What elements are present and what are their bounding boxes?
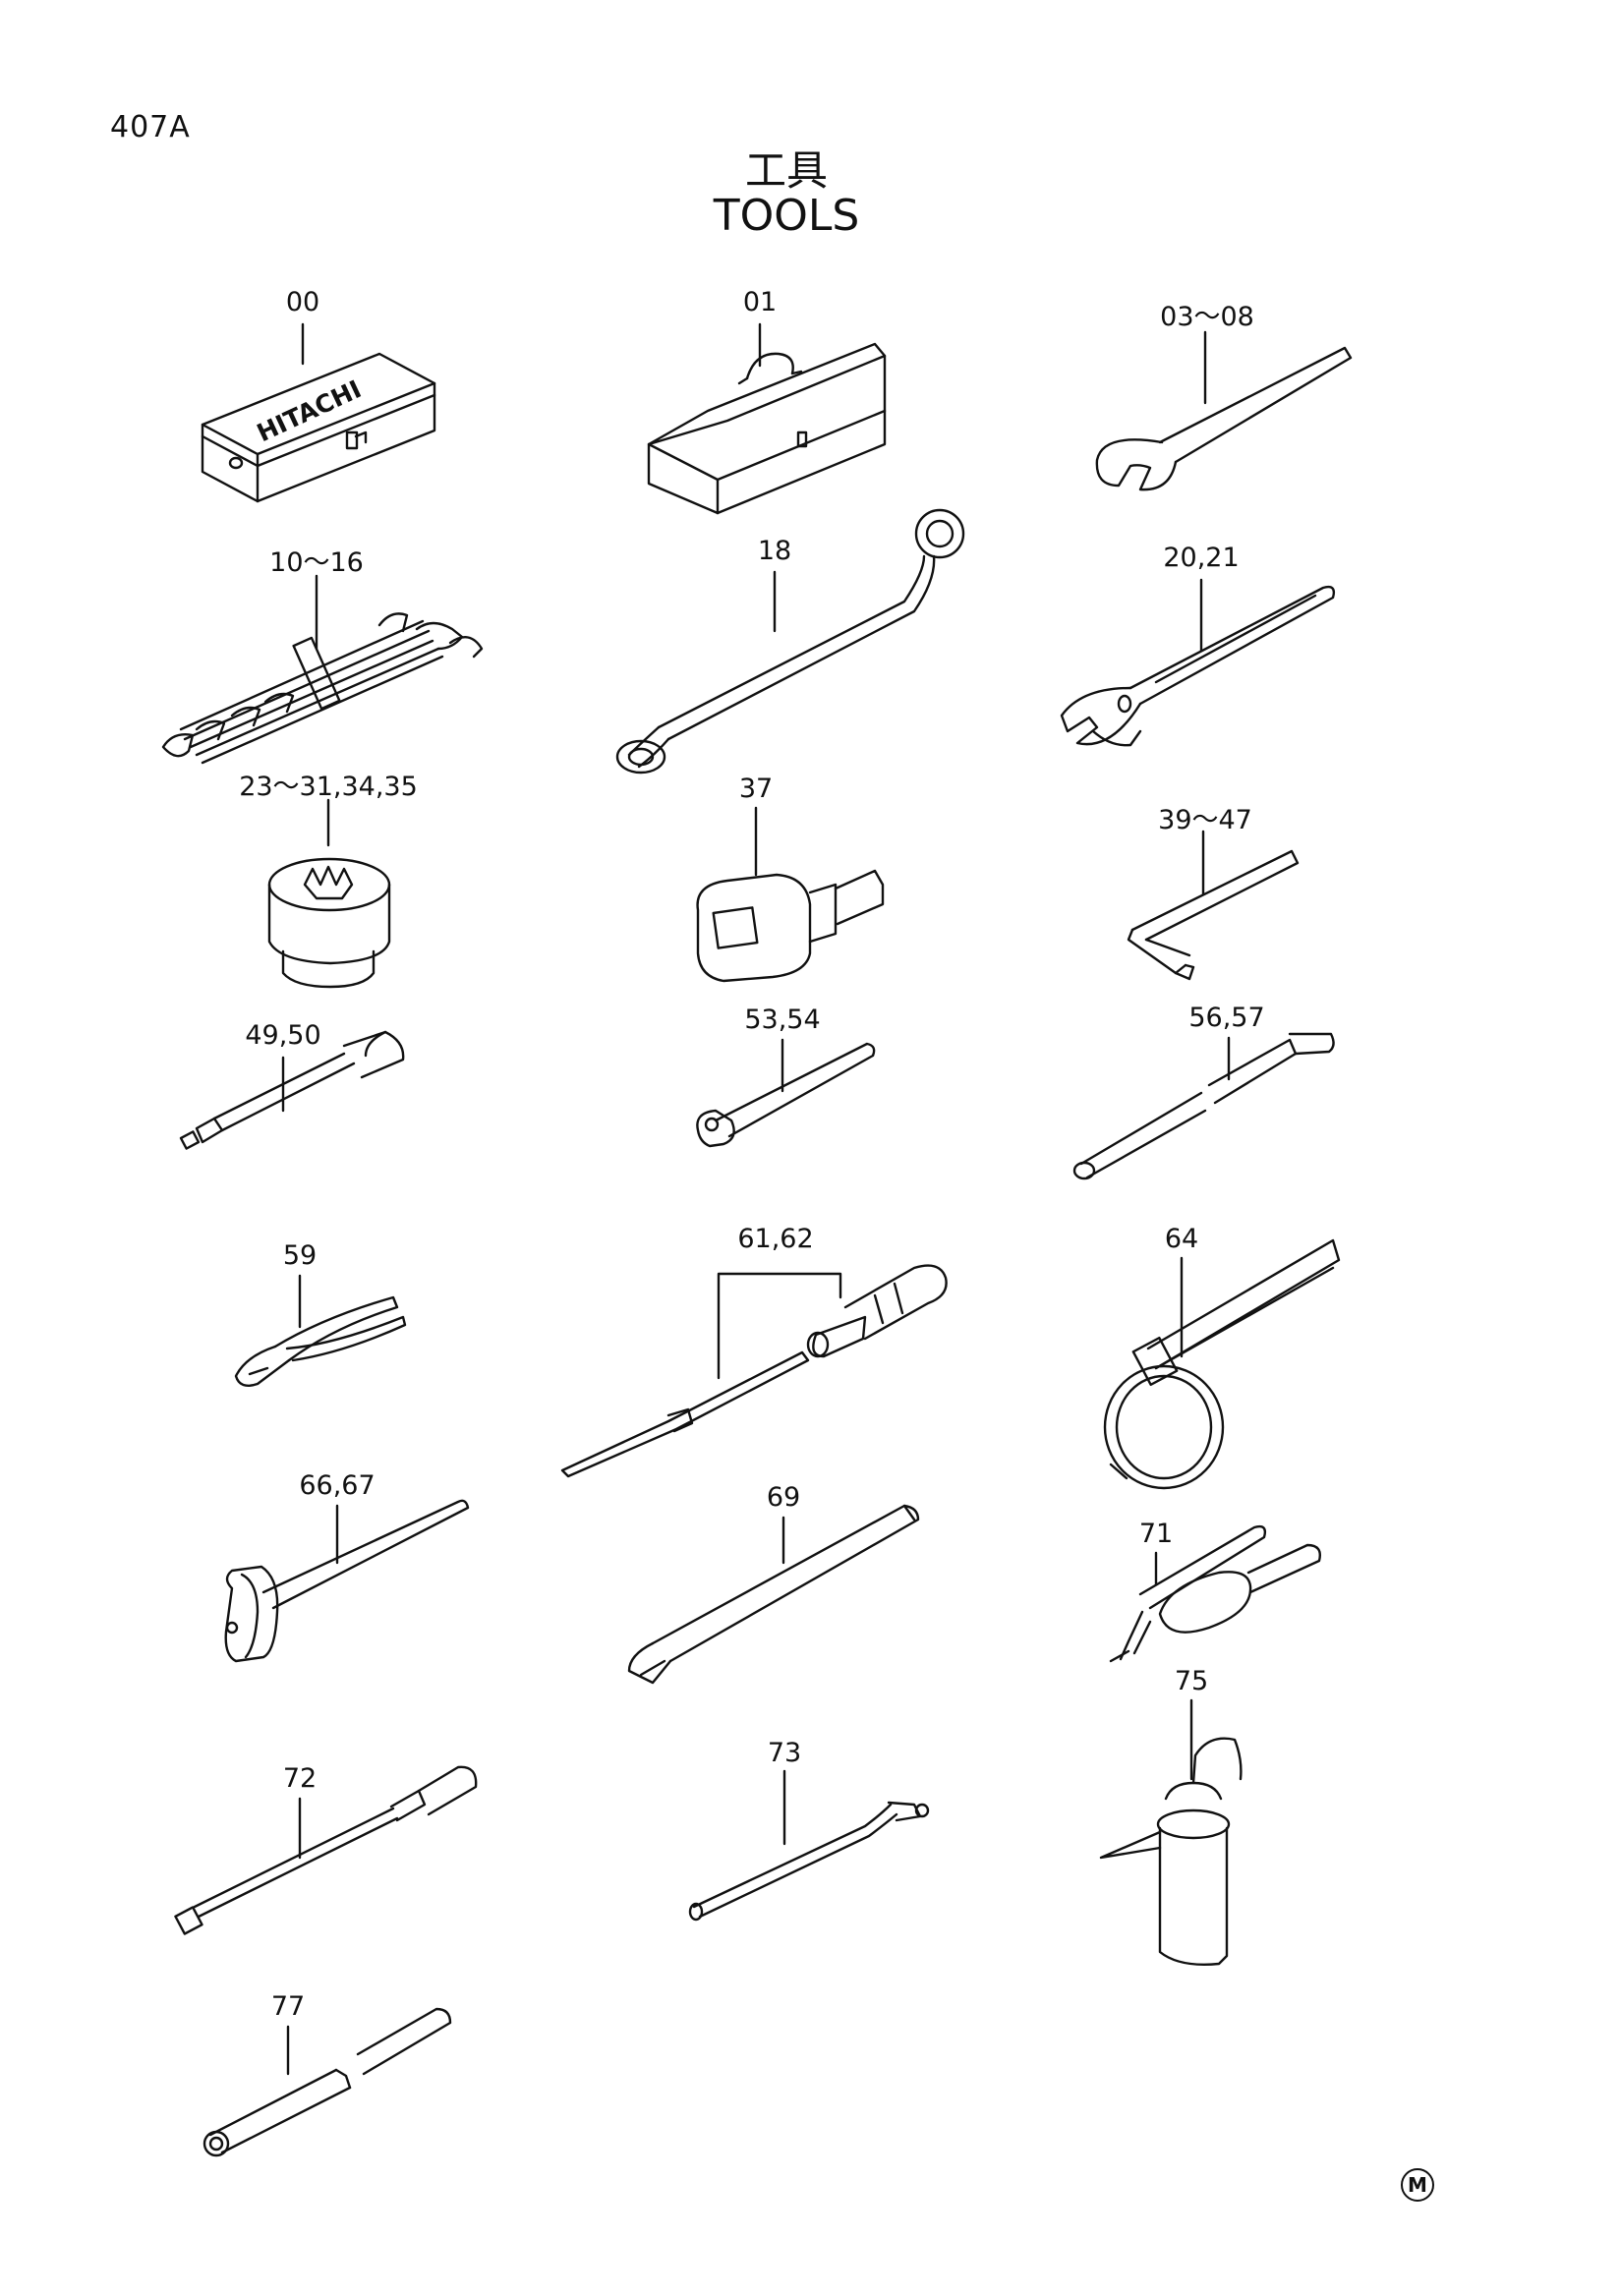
label-03-08: 03～08 [1160,302,1254,332]
label-73: 73 [767,1738,802,1768]
toolbox-hitachi-drawing: HITACHI [201,322,436,503]
label-39-47: 39～47 [1158,805,1252,835]
toolbox-drawing [647,322,887,515]
ratchet-handle-drawing [696,1038,876,1148]
label-37: 37 [738,774,774,804]
label-56-57: 56,57 [1188,1003,1265,1033]
label-00: 00 [285,287,320,317]
impact-socket-drawing [696,806,885,983]
hex-key-drawing [1127,830,1300,981]
filter-wrench-drawing [1103,1238,1341,1490]
label-01: 01 [742,287,778,317]
hammer-drawing [224,1499,470,1663]
nozzle-pipe-drawing [688,1769,930,1922]
label-20-21: 20,21 [1163,543,1240,573]
extension-bar-drawing [179,1030,405,1150]
hitachi-logo: HITACHI [253,374,366,447]
label-77: 77 [270,1991,306,2022]
page-code: 407A [110,110,191,144]
label-72: 72 [282,1763,318,1794]
wrench-set-drawing [161,574,484,765]
tube-handle-drawing [1072,1032,1335,1180]
label-49-50: 49,50 [245,1020,321,1051]
grease-hose-drawing [174,1765,478,1935]
screwdriver-drawing [560,1264,948,1478]
pliers-drawing [234,1274,407,1387]
label-18: 18 [757,536,792,566]
grease-gun-drawing [1109,1524,1321,1663]
label-59: 59 [282,1240,318,1271]
oil-can-drawing [1099,1698,1243,1966]
label-66-67: 66,67 [299,1470,376,1501]
label-10-16: 10～16 [269,547,364,578]
manufacturer-mark: M [1401,2168,1434,2202]
label-71: 71 [1138,1519,1174,1549]
label-61-62: 61,62 [737,1224,814,1254]
chisel-drawing [627,1504,920,1685]
label-23-35: 23～31,34,35 [239,772,418,802]
adjustable-wrench-drawing [1060,578,1336,747]
label-69: 69 [766,1482,801,1513]
box-wrench-drawing [615,508,965,775]
title-english: TOOLS [713,191,860,241]
label-75: 75 [1174,1666,1209,1696]
socket-drawing [267,798,391,989]
label-53-54: 53,54 [744,1004,821,1035]
pipe-extension-drawing [202,2007,452,2157]
spanner-wrench-drawing [1095,330,1353,491]
label-64: 64 [1164,1224,1199,1254]
title-japanese: 工具 [744,146,828,195]
